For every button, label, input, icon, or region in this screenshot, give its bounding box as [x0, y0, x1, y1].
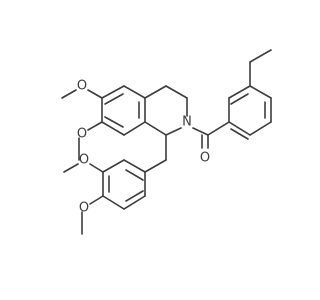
- bond: [123, 121, 146, 136]
- bond: [228, 85, 251, 99]
- bond: [144, 121, 167, 136]
- bond-layer: [61, 49, 272, 235]
- atom-label-o: O: [77, 79, 87, 94]
- atom-label-o: O: [77, 127, 87, 142]
- bond: [102, 159, 125, 173]
- atom-label-n: N: [182, 115, 192, 130]
- bond: [125, 169, 144, 181]
- bond: [101, 121, 125, 136]
- bond: [207, 121, 230, 136]
- bond: [123, 85, 146, 99]
- atom-label-layer: O O N O O O: [77, 79, 210, 216]
- bond: [104, 93, 124, 105]
- atom-label-o: O: [200, 151, 210, 166]
- bond: [249, 121, 272, 136]
- bond: [61, 89, 77, 99]
- atom-label-o: O: [79, 201, 89, 216]
- bond: [230, 93, 249, 105]
- bond: [125, 190, 144, 202]
- bond: [144, 159, 167, 173]
- bond: [123, 195, 146, 210]
- bond: [230, 128, 249, 140]
- bond: [228, 121, 251, 136]
- bond: [165, 85, 188, 99]
- bond: [87, 89, 103, 99]
- bond: [63, 163, 79, 173]
- bond: [87, 121, 103, 131]
- bond: [144, 85, 167, 99]
- bond: [165, 127, 182, 136]
- bond: [89, 163, 104, 173]
- bond: [192, 127, 209, 136]
- bond: [102, 195, 125, 210]
- bond: [89, 195, 104, 205]
- structure-canvas: O O N O O O: [61, 49, 272, 235]
- bond: [249, 49, 272, 63]
- bond: [104, 116, 124, 128]
- bond: [249, 85, 272, 99]
- bond: [123, 159, 146, 173]
- molecule-diagram: O O N O O O: [61, 49, 272, 235]
- atom-label-o: O: [79, 153, 89, 168]
- bond: [101, 85, 125, 99]
